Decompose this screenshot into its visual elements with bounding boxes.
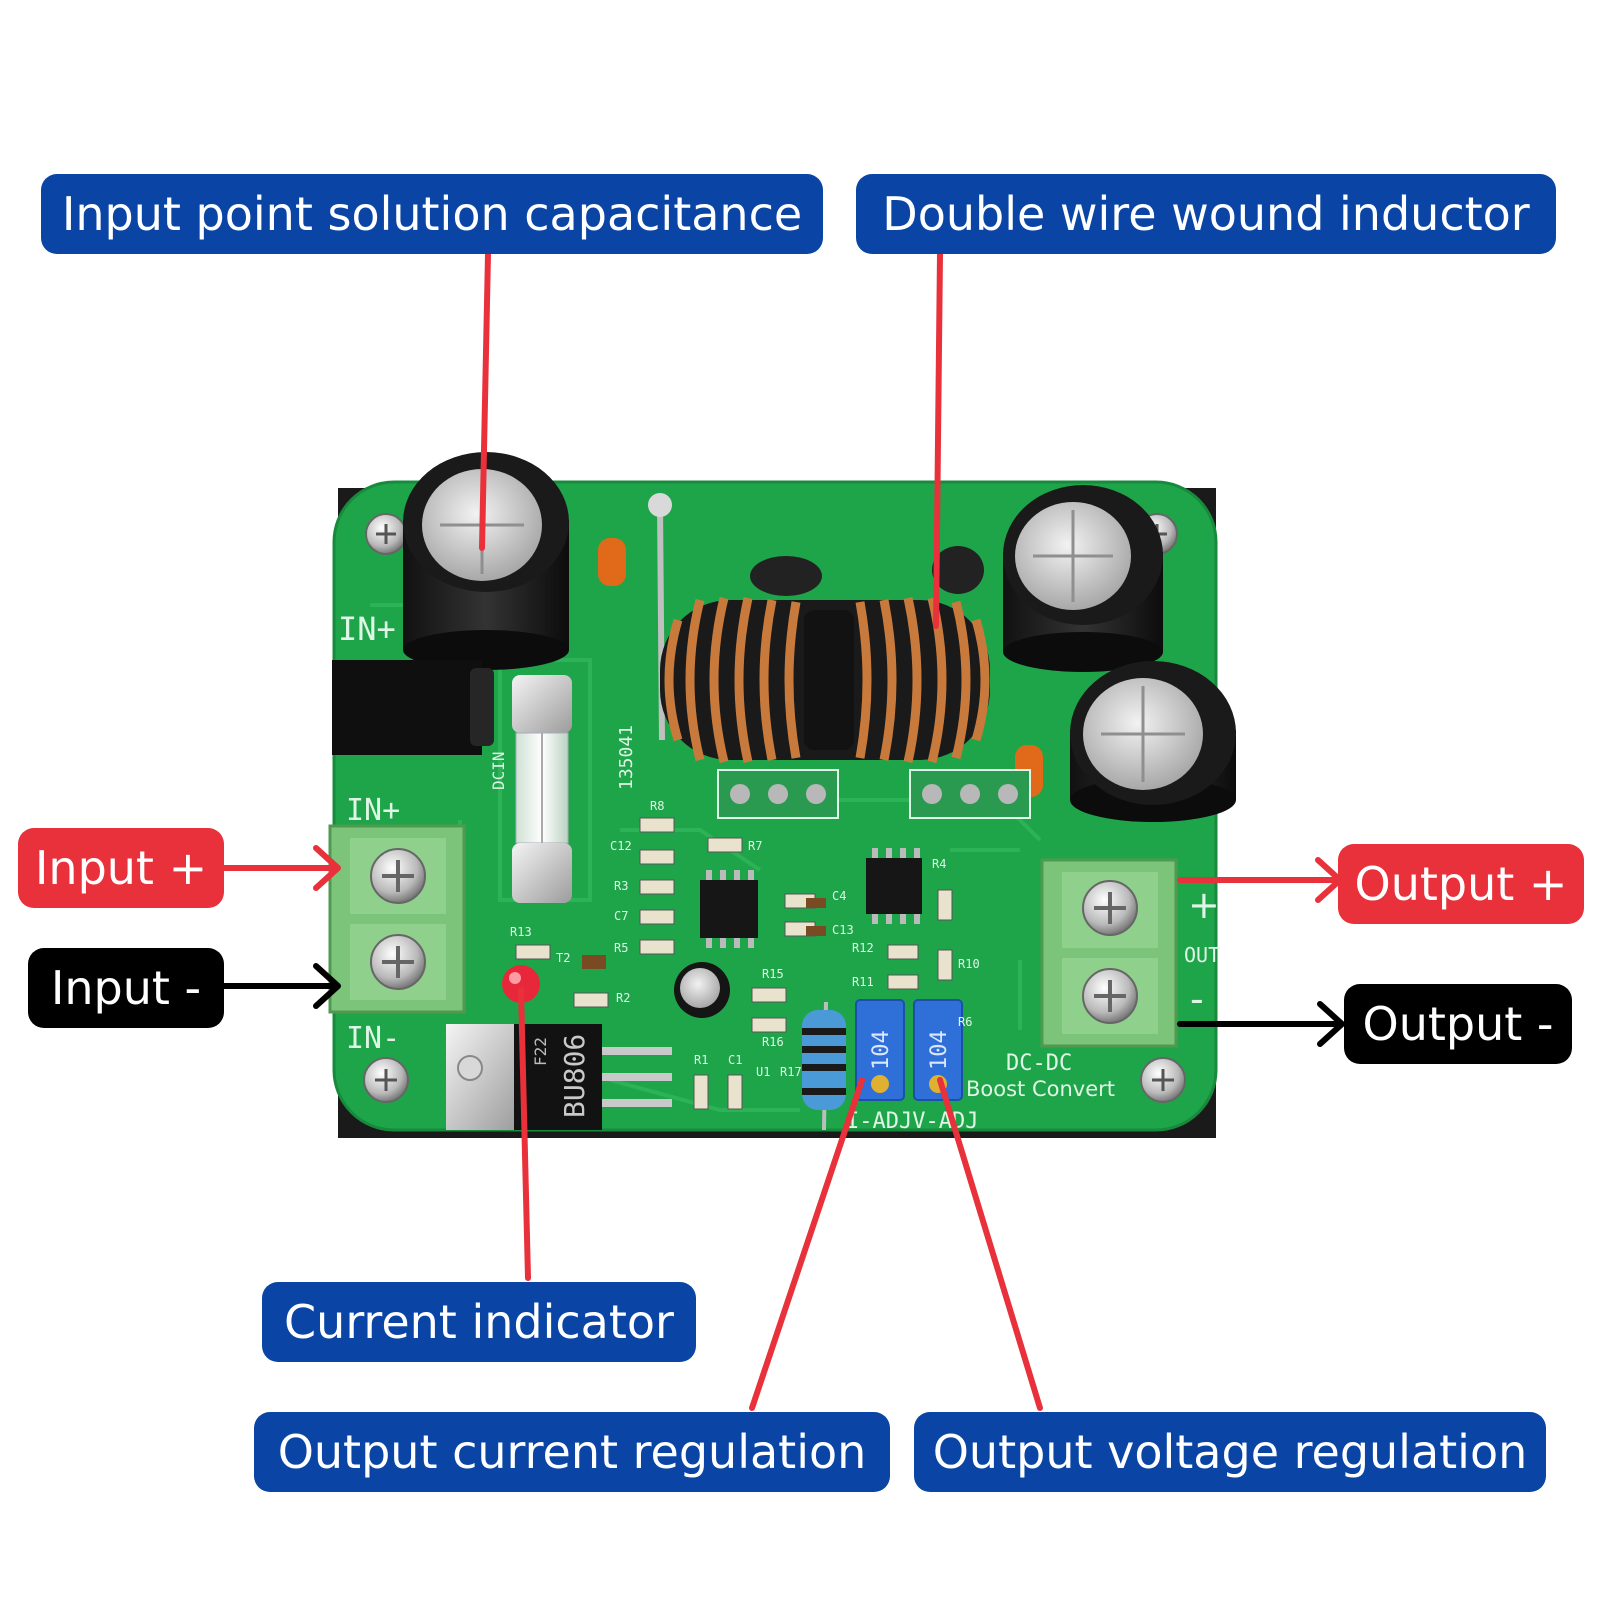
ref-c7: C7 [614, 909, 628, 923]
pointer-current-regulation [749, 1077, 865, 1411]
smd-components [515, 817, 953, 1110]
transistor-code: F22 [531, 1037, 550, 1066]
blue-resistor [802, 1001, 846, 1131]
ref-r5: R5 [614, 941, 628, 955]
ref-r13: R13 [510, 925, 532, 939]
silkscreen-plus: + [1188, 883, 1220, 927]
ref-t2: T2 [556, 951, 570, 965]
ref-r17: R17 [780, 1065, 802, 1079]
pot-left-label: 104 [869, 1030, 894, 1070]
arrow-output-minus [1177, 1001, 1345, 1047]
jumper-pad [648, 493, 672, 517]
ref-r8: R8 [650, 799, 664, 813]
screw-icon [365, 513, 407, 555]
ref-u1: U1 [756, 1065, 770, 1079]
callout-current-regulation: Output current regulation [254, 1412, 890, 1492]
ref-r10: R10 [958, 957, 980, 971]
silkscreen-batch: 135041 [616, 725, 637, 790]
ref-c4: C4 [832, 889, 846, 903]
ref-r4: R4 [932, 857, 946, 871]
input-terminal-block [328, 824, 466, 1014]
ref-r6: R6 [958, 1015, 972, 1029]
input-capacitor [403, 452, 569, 670]
silkscreen-in-minus: IN- [346, 1021, 400, 1056]
callout-input-capacitance: Input point solution capacitance [41, 174, 823, 254]
toroidal-inductor [660, 596, 990, 764]
ref-r11: R11 [852, 975, 874, 989]
component-cap [750, 556, 822, 596]
silkscreen-adj: I-ADJV-ADJ [846, 1109, 978, 1134]
ic-chip [700, 870, 758, 948]
ref-r7: R7 [748, 839, 762, 853]
output-terminal-block [1040, 858, 1178, 1048]
callout-input-minus: Input - [28, 948, 224, 1028]
pointer-lines [479, 251, 1043, 1411]
ref-r1: R1 [694, 1053, 708, 1067]
component-cap [932, 546, 984, 594]
ref-r12: R12 [852, 941, 874, 955]
silkscreen-minus: - [1190, 977, 1204, 1021]
dc-barrel-jack [332, 660, 494, 755]
silkscreen-in-plus: IN+ [346, 793, 400, 828]
output-capacitor [1070, 661, 1236, 822]
arrow-input-minus [219, 963, 341, 1009]
current-potentiometer [855, 999, 905, 1101]
arrow-input-plus [219, 845, 341, 891]
pointer-voltage-regulation [937, 1077, 1043, 1411]
pin-header [909, 769, 1031, 819]
silkscreen-in-plus-top: IN+ [338, 610, 396, 648]
callout-inductor: Double wire wound inductor [856, 174, 1556, 254]
small-capacitor [674, 962, 730, 1018]
ref-r2: R2 [616, 991, 630, 1005]
screw-icon [363, 1057, 409, 1103]
output-capacitor [1003, 485, 1163, 672]
pointer-inductor [933, 251, 943, 629]
ref-r3: R3 [614, 879, 628, 893]
ref-c12: C12 [610, 839, 632, 853]
power-transistor [446, 1024, 672, 1130]
ref-r15: R15 [762, 967, 784, 981]
pin-header [717, 769, 839, 819]
callout-current-indicator: Current indicator [262, 1282, 696, 1362]
smd-capacitors [582, 898, 826, 969]
pointer-current-indicator [518, 987, 531, 1281]
transistor-model: BU806 [558, 1034, 591, 1118]
silkscreen-dc-dc: DC-DC [1006, 1051, 1072, 1076]
ic-chip [866, 848, 922, 924]
glass-fuse [512, 675, 572, 903]
callout-voltage-regulation: Output voltage regulation [914, 1412, 1546, 1492]
pot-right-label: 104 [927, 1030, 952, 1070]
current-indicator-led [502, 965, 540, 1003]
silkscreen-out: OUT [1184, 943, 1220, 967]
callout-input-plus: Input + [18, 828, 224, 908]
ref-r16: R16 [762, 1035, 784, 1049]
callout-output-minus: Output - [1344, 984, 1572, 1064]
orange-resistor [598, 538, 626, 586]
callout-output-plus: Output + [1338, 844, 1584, 924]
ref-c13: C13 [832, 923, 854, 937]
ref-c1: C1 [728, 1053, 742, 1067]
silkscreen-dcin: DCIN [489, 751, 508, 790]
screw-icon [1140, 1057, 1186, 1103]
pointer-input-capacitance [479, 251, 491, 551]
silkscreen-boost-converter: Boost Convert [966, 1077, 1115, 1101]
